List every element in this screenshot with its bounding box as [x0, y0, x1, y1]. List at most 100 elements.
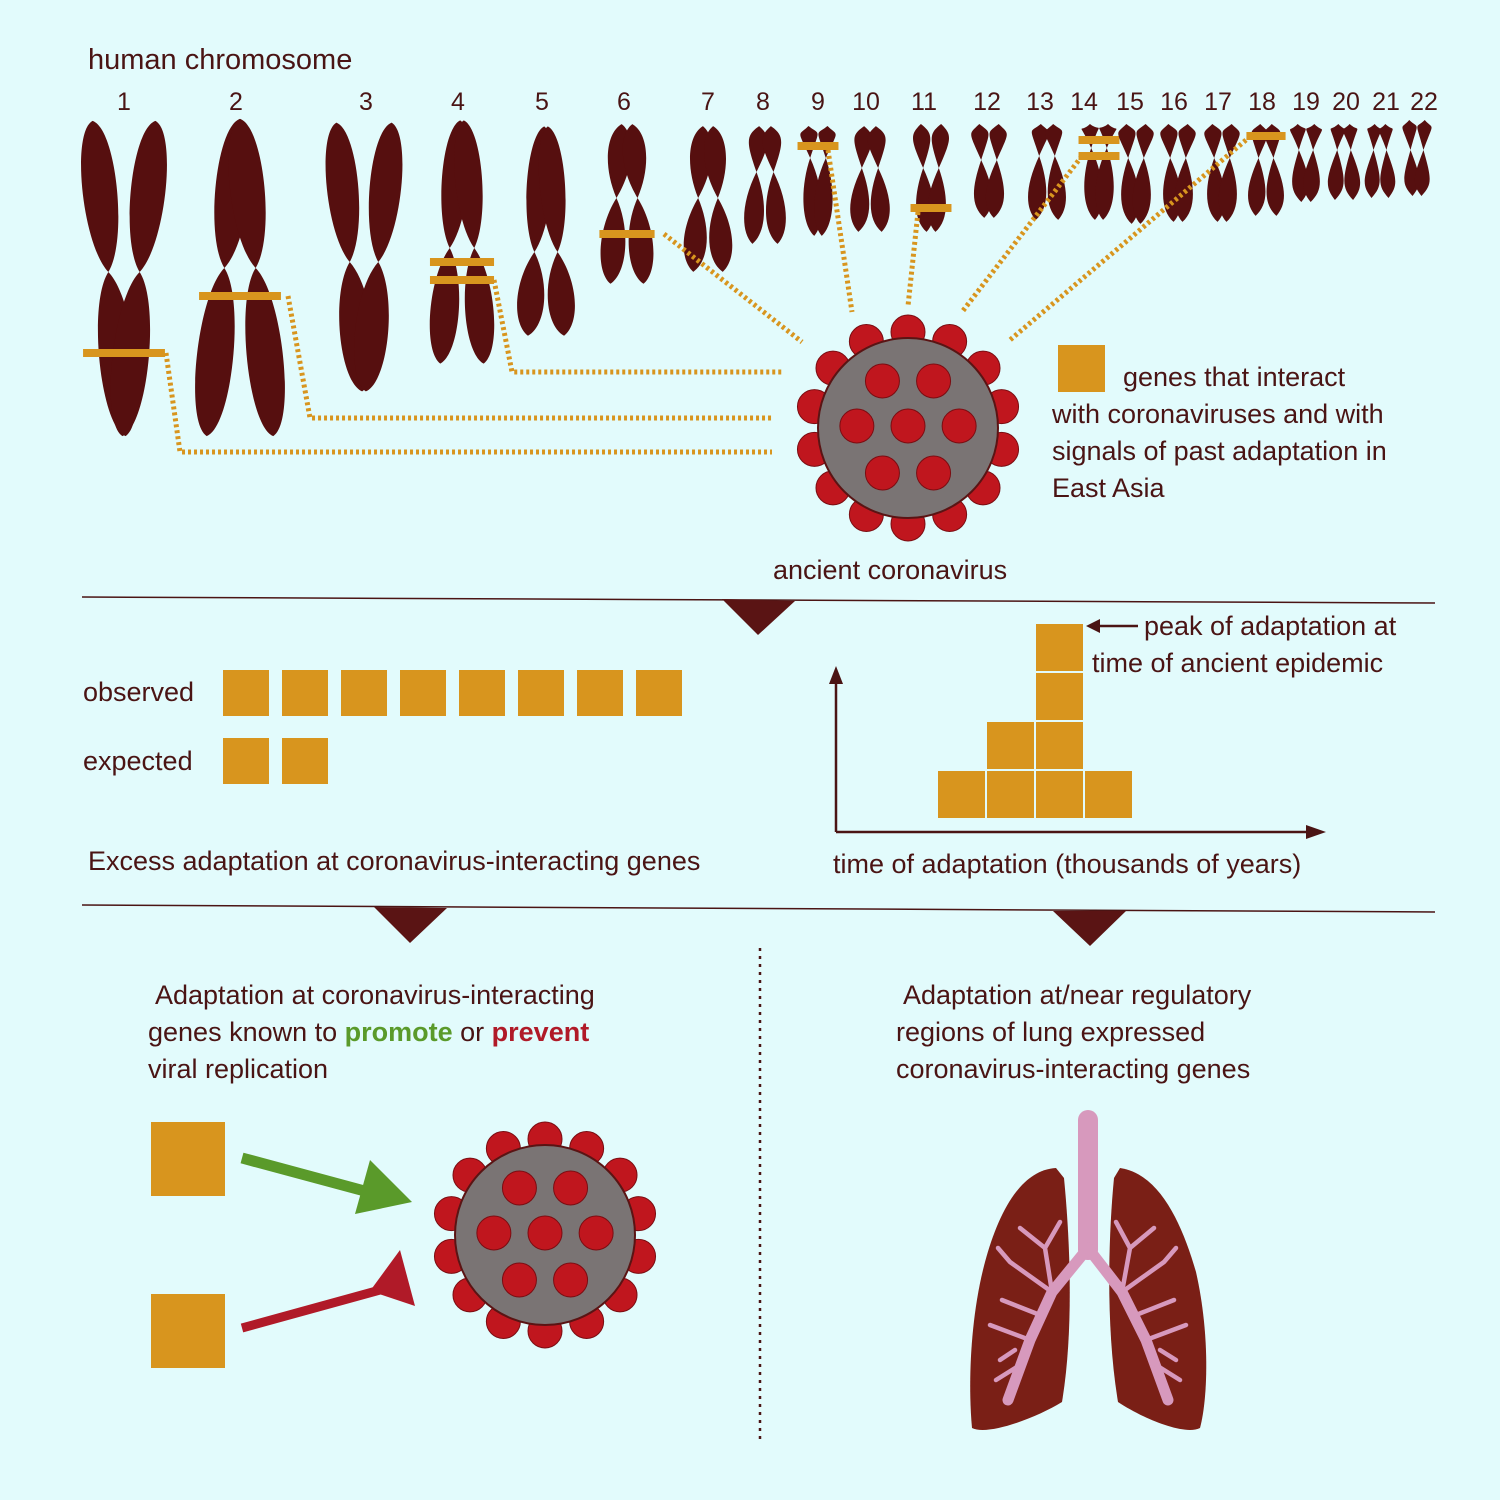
chromosome-number: 21 [1372, 88, 1400, 116]
chromosome [1118, 124, 1154, 224]
surface-protein [916, 455, 952, 491]
chromatid [762, 126, 786, 244]
chromosome-number: 4 [451, 88, 465, 116]
promoting-gene-square [151, 1122, 225, 1196]
chromosome-number: 14 [1070, 88, 1098, 116]
ancient-coronavirus-icon [796, 314, 1020, 542]
virus-label: ancient coronavirus [773, 555, 1008, 585]
gene-connector [662, 232, 804, 344]
chromatid [704, 126, 733, 272]
chromosome [1364, 124, 1396, 198]
lung-line: coronavirus-interacting genes [896, 1054, 1251, 1084]
gene-square [223, 738, 269, 784]
surface-protein [916, 363, 952, 399]
surface-protein [864, 363, 900, 399]
chromatid [1028, 124, 1050, 220]
lung-line: Adaptation at/near regulatory [903, 980, 1252, 1010]
or-word: or [452, 1017, 492, 1047]
gene-band [83, 349, 165, 357]
legend-line: with coronaviruses and with [1052, 399, 1384, 429]
chromatid [814, 126, 836, 236]
promote-word: promote [344, 1017, 453, 1047]
prevent-arrow [240, 1285, 382, 1333]
chromatid [985, 124, 1007, 218]
chromatid [1264, 124, 1284, 216]
histogram-cell [987, 771, 1034, 818]
coronavirus-icon [433, 1121, 657, 1349]
chromatid [1132, 124, 1154, 224]
preventing-gene-square [151, 1294, 225, 1368]
histogram-cell [1036, 673, 1083, 720]
peak-label-line: time of ancient epidemic [1092, 648, 1384, 678]
chromosome [1160, 124, 1196, 222]
gene-connector-lines [163, 138, 1248, 455]
chromatid [683, 126, 712, 272]
chromosome [850, 126, 890, 232]
chromatid [850, 126, 873, 232]
peak-label-line: peak of adaptation at [1144, 611, 1397, 641]
gene-square [459, 670, 505, 716]
chromosome [1327, 124, 1361, 200]
surface-protein [941, 408, 977, 444]
chromatid [744, 126, 768, 244]
legend-gene-swatch [1058, 345, 1105, 392]
gene-band [797, 142, 839, 150]
chromosome [1078, 124, 1120, 220]
chromosome [797, 126, 839, 236]
gene-band [910, 204, 952, 212]
section-divider [81, 904, 1436, 913]
chromosome [81, 120, 167, 437]
chromosome-number: 19 [1292, 88, 1320, 116]
replication-line: Adaptation at coronavirus-interacting [155, 980, 595, 1010]
x-axis-arrowhead [1306, 825, 1326, 839]
chromosome-number: 17 [1204, 88, 1232, 116]
histogram-cell [938, 771, 985, 818]
prevent-word: prevent [491, 1017, 590, 1047]
gene-square [223, 670, 269, 716]
gene-band [1078, 152, 1120, 160]
chromosome [1290, 124, 1322, 202]
chromosome [744, 126, 786, 244]
surface-protein [501, 1170, 537, 1206]
chromosome [1246, 124, 1286, 216]
right-lung [1109, 1168, 1207, 1430]
chromosome-number: 22 [1410, 88, 1438, 116]
chromatid [1248, 124, 1268, 216]
chromatid [1303, 124, 1322, 202]
legend-line: East Asia [1052, 473, 1165, 503]
chromosome-number: 7 [701, 88, 715, 116]
chromatid [228, 118, 285, 437]
chromosome [910, 124, 952, 232]
chromosome-number: 8 [756, 88, 770, 116]
chromosome-number: 5 [535, 88, 549, 116]
chromatid [1327, 124, 1346, 200]
chromosome [195, 118, 285, 437]
chromosome [1204, 124, 1240, 222]
replication-prefix: genes known to [148, 1017, 345, 1047]
chromosome-number: 9 [811, 88, 825, 116]
replication-line: genes known to promote or prevent [148, 1014, 589, 1051]
peak-pointer-arrowhead [1086, 619, 1100, 633]
surface-protein [890, 408, 926, 444]
chromosome-number: 12 [973, 88, 1001, 116]
chromatid [867, 126, 890, 232]
chromosome-number: 11 [911, 88, 937, 116]
gene-square [636, 670, 682, 716]
adaptation-histogram [938, 624, 1132, 818]
surface-protein [839, 408, 875, 444]
gene-band [1246, 132, 1286, 140]
gene-band [199, 292, 281, 300]
chromosome [429, 120, 495, 364]
chromosome-number: 2 [229, 88, 243, 116]
excess-caption: Excess adaptation at coronavirus-interac… [88, 846, 701, 876]
gene-square [400, 670, 446, 716]
expected-gene-squares [223, 738, 328, 784]
chromosome-number: 20 [1332, 88, 1360, 116]
surface-protein [527, 1215, 563, 1251]
chromatid [110, 120, 167, 437]
prevent-arrowhead [370, 1250, 415, 1306]
section-arrow-marker [722, 599, 795, 635]
chromatid [1364, 124, 1382, 198]
histogram-cell [1036, 722, 1083, 769]
gene-square [341, 670, 387, 716]
